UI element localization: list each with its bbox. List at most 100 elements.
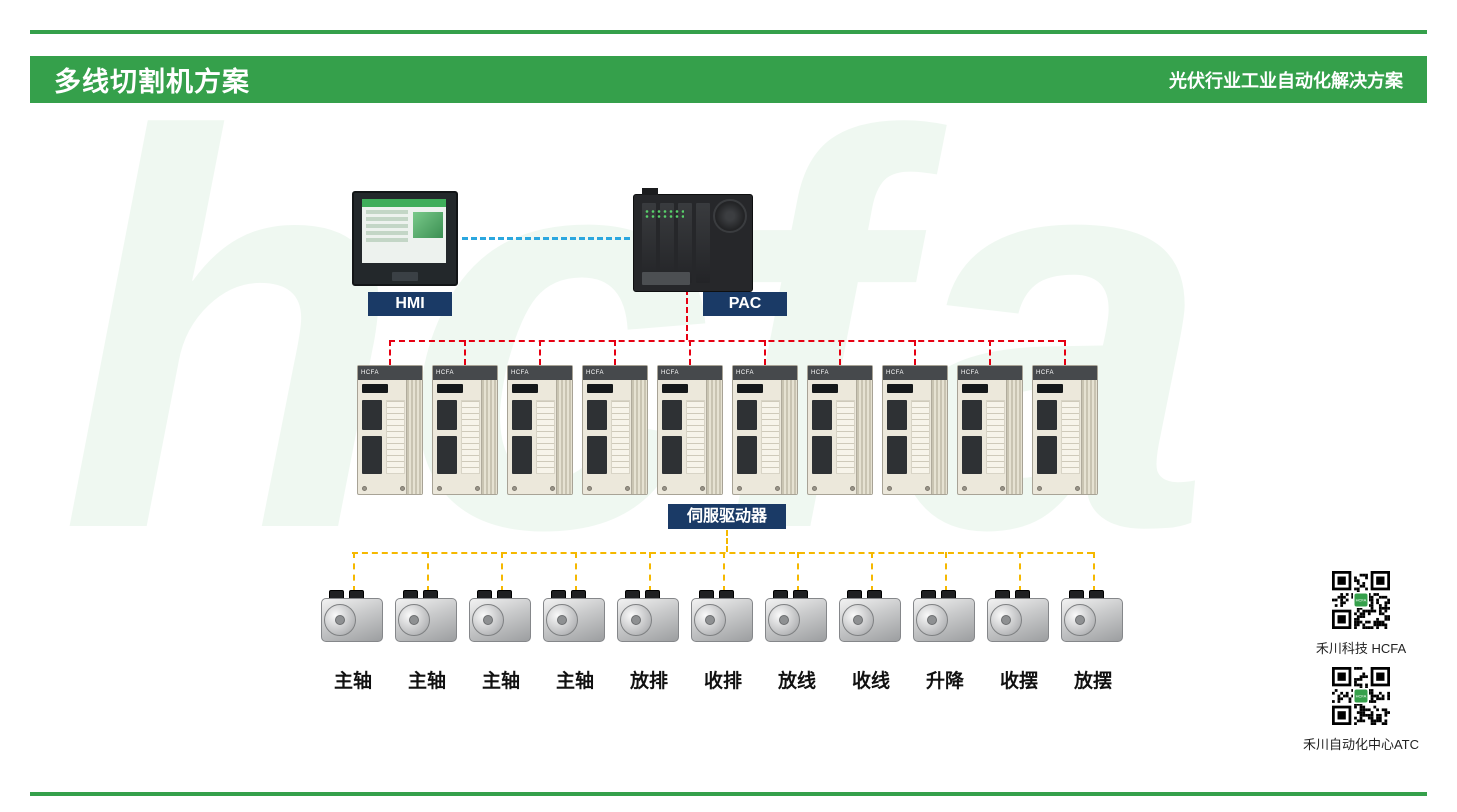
motor-label: 主轴 xyxy=(555,671,594,692)
drive-connector xyxy=(737,436,757,474)
hmi-screen-row xyxy=(366,238,408,242)
drive-top-panel: HCFA xyxy=(583,366,647,380)
drive-brand-text: HCFA xyxy=(511,370,530,376)
servo-drive: HCFA xyxy=(807,365,873,495)
pac-drive-drop-line xyxy=(389,340,391,365)
drive-screw xyxy=(887,486,892,491)
hmi-logo-plate xyxy=(392,272,418,281)
drive-connector xyxy=(887,400,907,430)
drive-connector xyxy=(887,436,907,474)
drive-heatsink xyxy=(706,380,722,494)
drive-nameplate xyxy=(986,400,1005,474)
motor-shaft xyxy=(779,615,789,625)
qr-label-hcfa: 禾川科技 HCFA xyxy=(1315,641,1407,656)
drive-motor-drop-line xyxy=(649,552,651,592)
drive-connector xyxy=(362,400,382,430)
drive-heatsink xyxy=(631,380,647,494)
hmi-screen-header xyxy=(362,199,446,207)
drive-heatsink xyxy=(406,380,422,494)
servo-label-drop-line xyxy=(726,530,728,552)
pac-module xyxy=(660,203,674,283)
hmi-screen-row xyxy=(366,224,408,228)
pac-module xyxy=(642,203,656,283)
drive-top-panel: HCFA xyxy=(658,366,722,380)
drive-motor-bus-line xyxy=(352,552,1093,554)
top-rule xyxy=(30,30,1427,34)
drive-connector xyxy=(962,400,982,430)
servo-drive: HCFA xyxy=(1032,365,1098,495)
servo-motor xyxy=(1061,590,1125,652)
drive-top-panel: HCFA xyxy=(808,366,872,380)
motor-shaft xyxy=(483,615,493,625)
pac-device xyxy=(633,188,753,292)
hmi-screen xyxy=(362,199,446,263)
drive-connector xyxy=(662,400,682,430)
drive-top-panel: HCFA xyxy=(883,366,947,380)
drive-connector xyxy=(587,436,607,474)
drive-brand-text: HCFA xyxy=(661,370,680,376)
pac-fan xyxy=(713,199,747,233)
pac-drive-drop-line xyxy=(464,340,466,365)
motor-label: 升降 xyxy=(925,671,964,692)
motor-shaft xyxy=(705,615,715,625)
drive-connector xyxy=(812,436,832,474)
servo-drive: HCFA xyxy=(507,365,573,495)
pac-top-connector xyxy=(642,188,658,195)
servo-motor xyxy=(469,590,533,652)
drive-top-panel: HCFA xyxy=(958,366,1022,380)
drive-screw xyxy=(850,486,855,491)
hmi-screen-image xyxy=(413,212,443,238)
servo-motor xyxy=(321,590,385,652)
drive-top-panel: HCFA xyxy=(508,366,572,380)
qr-code-hcfa: HCFA xyxy=(1332,571,1390,629)
drive-connector xyxy=(437,400,457,430)
hmi-screen-row xyxy=(366,217,408,221)
drive-motor-drop-line xyxy=(1093,552,1095,592)
drive-top-panel: HCFA xyxy=(733,366,797,380)
drive-nameplate xyxy=(686,400,705,474)
motor-label: 放摆 xyxy=(1073,671,1112,692)
drive-nameplate xyxy=(911,400,930,474)
drive-motor-drop-line xyxy=(945,552,947,592)
pac-drive-drop-line xyxy=(764,340,766,365)
drive-motor-drop-line xyxy=(723,552,725,592)
servo-drive: HCFA xyxy=(582,365,648,495)
servo-drive: HCFA xyxy=(957,365,1023,495)
hmi-screen-row xyxy=(366,210,408,214)
motor-shaft xyxy=(631,615,641,625)
drive-screw xyxy=(587,486,592,491)
drive-brand-text: HCFA xyxy=(886,370,905,376)
drive-nameplate xyxy=(386,400,405,474)
motor-label: 主轴 xyxy=(333,671,372,692)
page-title: 多线切割机方案 xyxy=(54,67,250,97)
servo-motor xyxy=(839,590,903,652)
motor-shaft xyxy=(853,615,863,625)
motor-label: 主轴 xyxy=(481,671,520,692)
motor-label: 收摆 xyxy=(999,671,1038,692)
pac-status-leds xyxy=(644,209,684,219)
servo-drive: HCFA xyxy=(657,365,723,495)
drive-brand-text: HCFA xyxy=(736,370,755,376)
drive-screw xyxy=(362,486,367,491)
drive-top-panel: HCFA xyxy=(433,366,497,380)
drive-nameplate xyxy=(1061,400,1080,474)
drive-screw xyxy=(1037,486,1042,491)
drive-connector xyxy=(437,436,457,474)
drive-screw xyxy=(550,486,555,491)
drive-display xyxy=(662,384,688,393)
motor-label: 主轴 xyxy=(407,671,446,692)
servo-motor xyxy=(543,590,607,652)
pac-drive-drop-line xyxy=(914,340,916,365)
pac-drive-bus-line xyxy=(389,340,1064,342)
pac-drive-drop-line xyxy=(614,340,616,365)
servo-motor xyxy=(913,590,977,652)
drive-connector xyxy=(962,436,982,474)
motor-label: 收排 xyxy=(703,671,742,692)
header-bar: 多线切割机方案 光伏行业工业自动化解决方案 xyxy=(30,56,1427,103)
qr-label-atc: 禾川自动化中心ATC xyxy=(1302,737,1420,752)
servo-motor xyxy=(395,590,459,652)
pac-label: PAC xyxy=(703,292,787,316)
drive-motor-drop-line xyxy=(871,552,873,592)
drive-nameplate xyxy=(761,400,780,474)
drive-display xyxy=(512,384,538,393)
